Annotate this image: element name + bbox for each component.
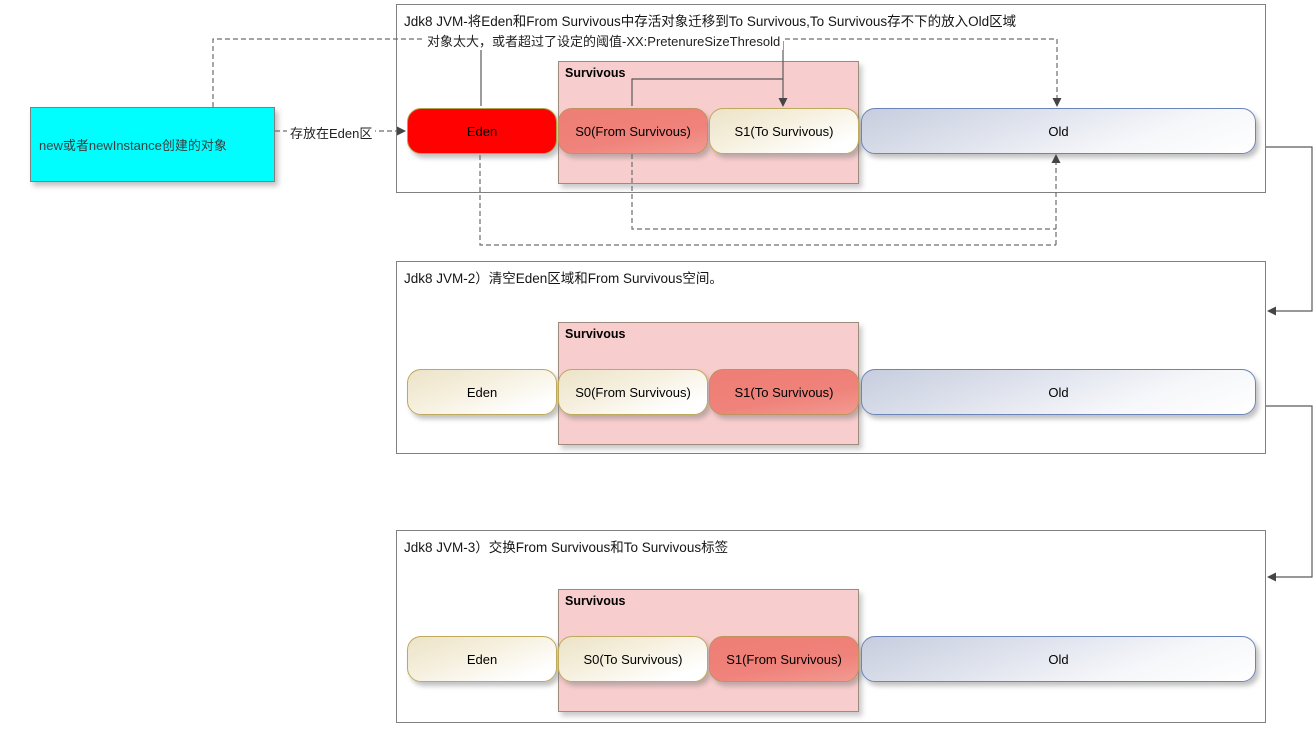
s0-box: S0(From Survivous) [558,369,708,415]
new-object-label: new或者newInstance创建的对象 [39,138,227,153]
panel2-to-panel3-connector [1266,405,1313,578]
panel1-to-panel2-connector [1266,146,1313,312]
eden-label: Eden [466,123,498,139]
s1-box: S1(To Survivous) [709,108,859,154]
eden-label: Eden [466,651,498,667]
s0-box: S0(To Survivous) [558,636,708,682]
s1-box: S1(From Survivous) [709,636,859,682]
panel2-title: Jdk8 JVM-2）清空Eden区域和From Survivous空间。 [404,271,723,286]
store-in-eden-label: 存放在Eden区 [287,123,376,142]
old-box: Old [861,108,1256,154]
eden-label: Eden [466,384,498,400]
s0-label: S0(From Survivous) [575,123,691,139]
s1-box: S1(To Survivous) [709,369,859,415]
s1-label: S1(From Survivous) [726,651,842,667]
old-label: Old [1048,384,1069,400]
eden-box: Eden [407,108,557,154]
s1-label: S1(To Survivous) [734,123,834,139]
arrow-into-panel3 [1267,572,1276,582]
arrow-into-panel2 [1267,306,1276,316]
eden-box: Eden [407,369,557,415]
pretenure-threshold-label: 对象太大，或者超过了设定的阈值-XX:PretenureSizeThresold [424,31,784,50]
eden-box: Eden [407,636,557,682]
old-box: Old [861,636,1256,682]
s1-label: S1(To Survivous) [734,384,834,400]
survivor-label: Survivous [565,327,626,341]
old-box: Old [861,369,1256,415]
old-label: Old [1048,651,1069,667]
s0-box: S0(From Survivous) [558,108,708,154]
panel-jvm-step3: Jdk8 JVM-3）交换From Survivous和To Survivous… [396,530,1266,723]
survivor-label: Survivous [565,66,626,80]
s0-label: S0(To Survivous) [583,651,683,667]
survivor-label: Survivous [565,594,626,608]
panel-jvm-step2: Jdk8 JVM-2）清空Eden区域和From Survivous空间。 Su… [396,261,1266,454]
old-label: Old [1048,123,1069,139]
panel1-title: Jdk8 JVM-将Eden和From Survivous中存活对象迁移到To … [404,14,1017,29]
new-object-box: new或者newInstance创建的对象 [30,107,275,182]
s0-label: S0(From Survivous) [575,384,691,400]
panel3-title: Jdk8 JVM-3）交换From Survivous和To Survivous… [404,540,729,555]
